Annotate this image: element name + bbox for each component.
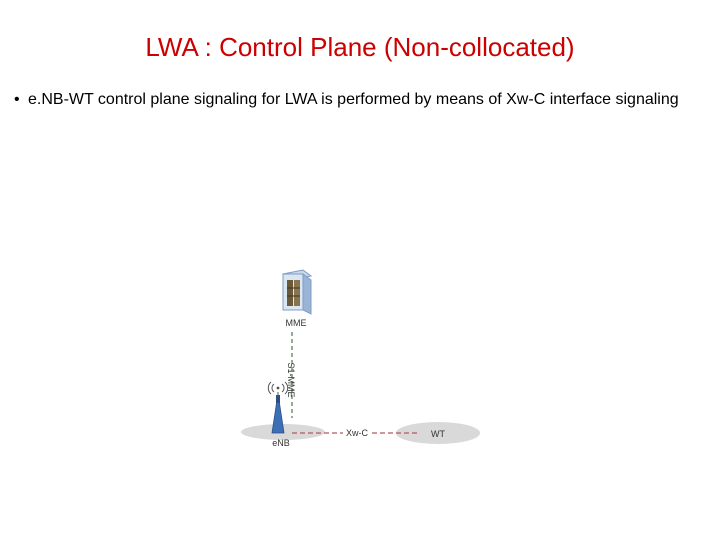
bullet-marker: • <box>14 91 20 108</box>
wt-label: WT <box>431 429 445 439</box>
bullet-text: e.NB-WT control plane signaling for LWA … <box>28 91 679 108</box>
wt-ground-ellipse <box>396 422 480 444</box>
signal-waves-icon <box>267 381 289 395</box>
enb-label: eNB <box>272 438 290 448</box>
bullet-item: • e.NB-WT control plane signaling for LW… <box>14 88 702 112</box>
mme-label: MME <box>286 318 307 328</box>
page-title: LWA : Control Plane (Non-collocated) <box>145 32 575 62</box>
s1-mme-label: S1-MME <box>286 362 296 397</box>
xw-c-label-bg <box>343 427 371 439</box>
xw-c-label: Xw-C <box>346 428 368 438</box>
server-icon <box>281 269 313 315</box>
antenna-icon <box>271 392 285 434</box>
